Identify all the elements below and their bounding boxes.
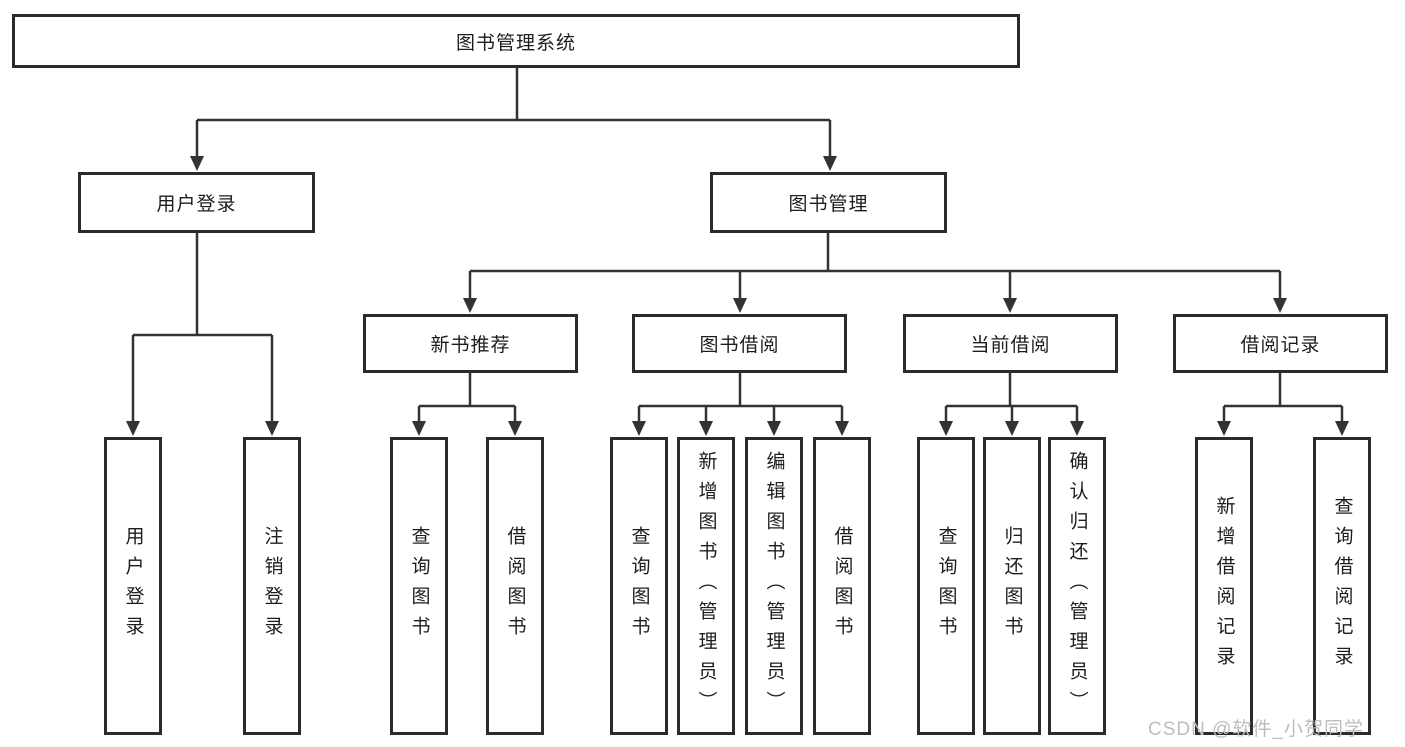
node-borrowing-records: 借阅记录 — [1173, 314, 1388, 373]
node-label: 借阅记录 — [1240, 335, 1321, 356]
leaf-query-books: 查询图书 — [917, 437, 975, 735]
leaf-label: 注销登录 — [261, 526, 283, 646]
node-label: 新书推荐 — [430, 335, 511, 356]
node-label: 图书管理 — [788, 194, 869, 215]
node-new-book-recommend: 新书推荐 — [363, 314, 578, 373]
node-label: 当前借阅 — [970, 335, 1051, 356]
leaf-label: 确认归还（管理员） — [1066, 451, 1088, 721]
node-label: 图书管理系统 — [455, 32, 576, 54]
csdn-watermark: CSDN @软件_小贺同学 — [1148, 719, 1364, 740]
leaf-label: 查询图书 — [935, 526, 957, 646]
leaf-return-books: 归还图书 — [983, 437, 1041, 735]
leaf-query-books: 查询图书 — [610, 437, 668, 735]
leaf-label: 新增借阅记录 — [1213, 496, 1235, 676]
leaf-add-borrow-record: 新增借阅记录 — [1195, 437, 1253, 735]
leaf-label: 编辑图书（管理员） — [763, 451, 785, 721]
leaf-borrow-books: 借阅图书 — [486, 437, 544, 735]
leaf-label: 新增图书（管理员） — [695, 451, 717, 721]
leaf-label: 归还图书 — [1001, 526, 1023, 646]
leaf-label: 用户登录 — [122, 526, 144, 646]
leaf-query-borrow-record: 查询借阅记录 — [1313, 437, 1371, 735]
leaf-label: 借阅图书 — [504, 526, 526, 646]
node-book-borrowing: 图书借阅 — [632, 314, 847, 373]
leaf-borrow-books: 借阅图书 — [813, 437, 871, 735]
leaf-label: 查询图书 — [628, 526, 650, 646]
node-label: 用户登录 — [156, 194, 237, 215]
node-book-management: 图书管理 — [710, 172, 947, 233]
leaf-query-books: 查询图书 — [390, 437, 448, 735]
node-user-login: 用户登录 — [78, 172, 315, 233]
leaf-label: 查询借阅记录 — [1331, 496, 1353, 676]
leaf-label: 查询图书 — [408, 526, 430, 646]
leaf-confirm-return-admin: 确认归还（管理员） — [1048, 437, 1106, 735]
leaf-user-login: 用户登录 — [104, 437, 162, 735]
leaf-add-books-admin: 新增图书（管理员） — [677, 437, 735, 735]
node-library-management-system: 图书管理系统 — [12, 14, 1020, 68]
leaf-logout: 注销登录 — [243, 437, 301, 735]
leaf-edit-books-admin: 编辑图书（管理员） — [745, 437, 803, 735]
node-current-borrowing: 当前借阅 — [903, 314, 1118, 373]
leaf-label: 借阅图书 — [831, 526, 853, 646]
node-label: 图书借阅 — [699, 335, 780, 356]
